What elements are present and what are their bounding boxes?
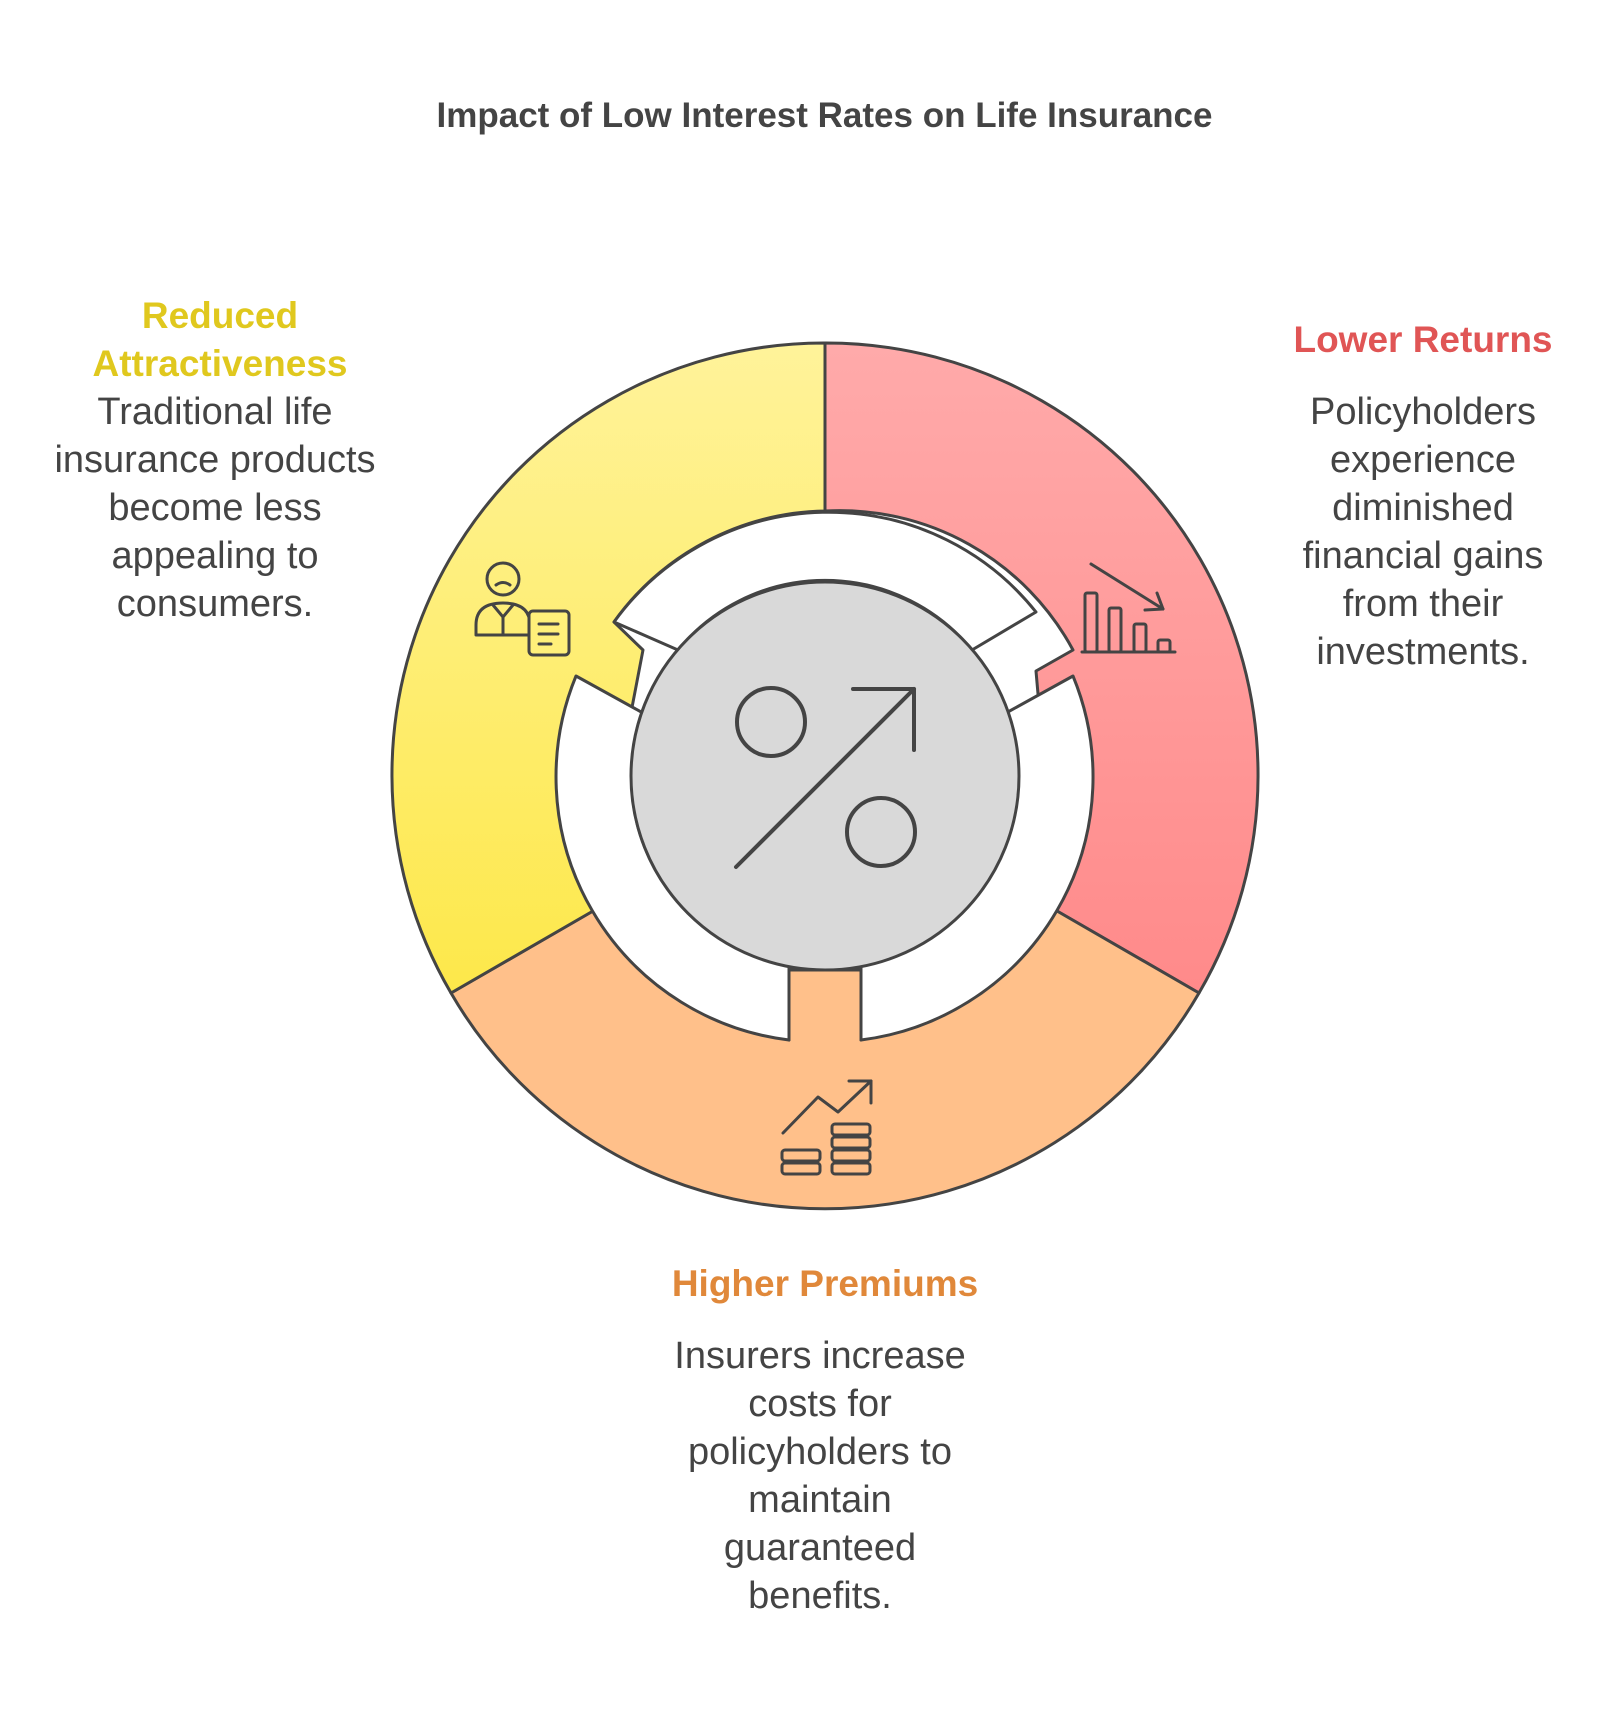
- description-lower-returns: Policyholders experience diminished fina…: [1302, 391, 1544, 673]
- description-higher-premiums: Insurers increase costs for policyholder…: [674, 1335, 966, 1617]
- heading-higher-premiums: Higher Premiums: [671, 1263, 979, 1304]
- declining-bar-chart-icon: [1080, 562, 1177, 654]
- percent-up-icon: [734, 686, 917, 869]
- rising-coins-icon: [780, 1079, 873, 1176]
- unhappy-customer-document-icon: [474, 561, 571, 657]
- heading-lower-returns: Lower Returns: [1293, 319, 1553, 360]
- description-reduced-attractiveness: Traditional life insurance products beco…: [54, 391, 376, 625]
- segment-lower-returns: [823, 341, 1260, 995]
- segment-higher-premiums: [449, 909, 1201, 1211]
- heading-reduced-attractiveness: Reduced Attractiveness: [92, 295, 348, 384]
- diagram-title: Impact of Low Interest Rates on Life Ins…: [436, 96, 1213, 135]
